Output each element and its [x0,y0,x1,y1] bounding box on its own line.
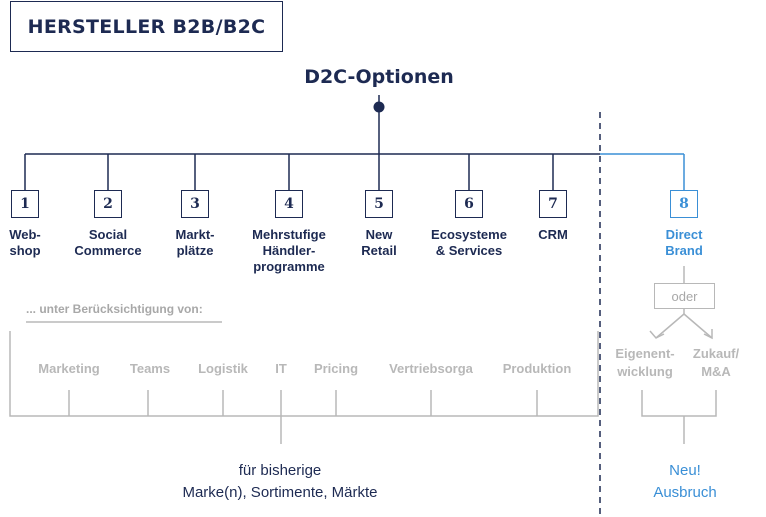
factor-vertriebsorga: Vertriebsorga [389,361,473,376]
diagram-title: D2C-Optionen [304,66,454,88]
option-number-4: 4 [275,190,303,218]
option-number-7: 7 [539,190,567,218]
considering-label: ... unter Berücksichtigung von: [26,302,203,316]
branch-zukauf: Zukauf/ M&A [692,346,740,379]
option-number-1: 1 [11,190,39,218]
option-label-marktplaetze: Markt- plätze [175,227,215,258]
option-number-2: 2 [94,190,122,218]
option-number-8: 8 [670,190,698,218]
branch-eigenentwicklung: Eigenent- wicklung [615,346,675,379]
option-label-direct-brand: Direct Brand [665,227,703,258]
option-label-haendlerprogramme: Mehrstufige Händler- programme [252,227,326,274]
bottom-right-text: Neu! Ausbruch [653,462,717,501]
or-box: oder [654,283,715,309]
root-dot [373,101,385,113]
factor-pricing: Pricing [313,361,359,376]
option-number-6: 6 [455,190,483,218]
option-number-3: 3 [181,190,209,218]
factor-it: IT [275,361,287,376]
factor-marketing: Marketing [38,361,100,376]
factor-teams: Teams [129,361,171,376]
option-number-5: 5 [365,190,393,218]
factor-logistik: Logistik [198,361,248,376]
option-label-social-commerce: Social Commerce [74,227,142,258]
option-label-crm: CRM [538,227,568,242]
option-label-new-retail: New Retail [361,227,397,258]
factor-produktion: Produktion [502,361,572,376]
bottom-left-text: für bisherige Marke(n), Sortimente, Märk… [182,462,378,501]
header-title: HERSTELLER B2B/B2C [10,1,283,52]
option-label-webshop: Web- shop [9,227,41,258]
option-label-ecosysteme: Ecosysteme & Services [431,227,507,258]
